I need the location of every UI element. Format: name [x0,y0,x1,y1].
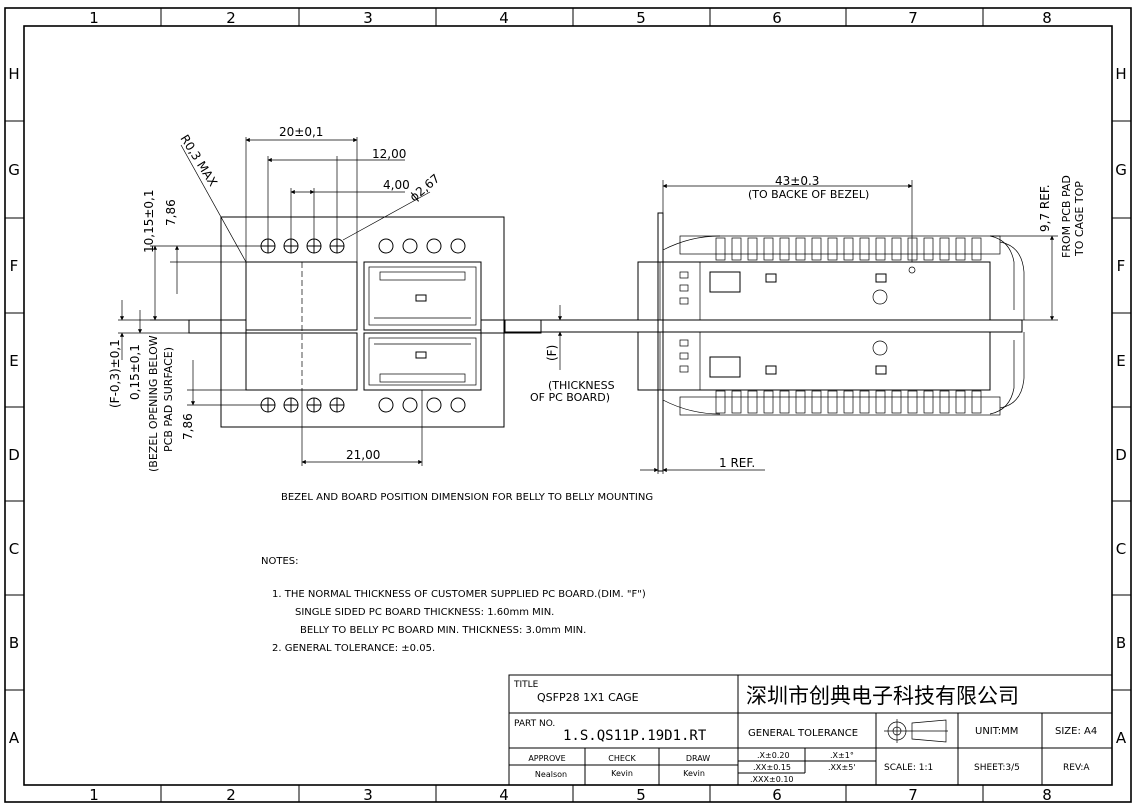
draw-label: DRAW [686,754,710,763]
col-label-top: 1 [89,9,99,27]
check-label: CHECK [608,754,636,763]
row-label-right: H [1115,65,1126,83]
dim-9-7: 9,7 REF. [1038,184,1052,232]
general-tolerance-label: GENERAL TOLERANCE [748,728,858,739]
tolerance-xxx: .XXX±0.10 [750,775,794,784]
note-line-1: 1. THE NORMAL THICKNESS OF CUSTOMER SUPP… [272,589,646,600]
row-label-right: B [1116,634,1126,652]
bottom-fins [715,390,982,414]
check-name: Kevin [611,769,633,778]
col-label-top: 7 [908,9,918,27]
connector-top [363,261,482,331]
col-label-bottom: 5 [636,786,646,804]
approve-label: APPROVE [528,754,565,763]
cage-side-view: 43±0.3 (TO BACKE OF BEZEL) 9,7 REF. FROM… [504,174,1086,474]
dim-width: 20±0,1 [279,125,323,139]
col-label-bottom: 2 [226,786,236,804]
note-line-2: SINGLE SIDED PC BOARD THICKNESS: 1.60mm … [295,607,554,618]
bezel-note-line1: (BEZEL OPENING BELOW [147,335,160,472]
dim-10-15: 10,15±0,1 [142,190,156,254]
unit: UNIT:MM [975,726,1018,737]
row-label-right: A [1116,729,1127,747]
top-fins [715,237,982,261]
row-label-left: D [8,446,20,464]
connector-bottom [363,332,482,391]
dim-21: 21,00 [346,448,380,462]
col-label-top: 4 [499,9,509,27]
dim-12: 12,00 [372,147,406,161]
title-block: TITLE QSFP28 1X1 CAGE 深圳市创典电子科技有限公司 PART… [508,674,1113,786]
row-label-left: G [8,161,20,179]
tolerance-angle-1: .X±1° [830,751,854,760]
col-label-bottom: 6 [772,786,782,804]
dim-0-15: 0,15±0,1 [128,344,142,400]
draw-name: Kevin [683,769,705,778]
row-label-left: F [10,257,19,275]
thickness-line1: (THICKNESS [548,379,615,392]
notes-heading: NOTES: [261,556,299,567]
thickness-line2: OF PC BOARD) [530,391,610,404]
revision: REV:A [1063,763,1090,773]
tolerance-xx: .XX±0.15 [753,763,791,772]
drawing-caption: BEZEL AND BOARD POSITION DIMENSION FOR B… [281,492,653,503]
col-label-bottom: 1 [89,786,99,804]
row-label-left: B [9,634,19,652]
dim-1-ref: 1 REF. [719,456,755,470]
col-label-top: 2 [226,9,236,27]
dim-43-note: (TO BACKE OF BEZEL) [748,188,869,201]
dim-7-86-bottom: 7,86 [181,413,195,440]
col-label-top: 3 [363,9,373,27]
tolerance-angle-2: .XX±5' [828,763,856,772]
size: SIZE: A4 [1055,726,1097,737]
row-label-left: E [9,352,18,370]
col-label-top: 5 [636,9,646,27]
col-label-bottom: 7 [908,786,918,804]
row-label-right: G [1115,161,1127,179]
col-label-bottom: 4 [499,786,509,804]
board-layout-view: 20±0,1 12,00 4,00 ϕ2,67 R0,3 MAX 10,15±0… [108,125,542,472]
pad-note-line1: FROM PCB PAD [1060,175,1073,258]
scale: SCALE: 1:1 [884,763,933,773]
dim-radius: R0,3 MAX [177,132,220,189]
col-label-bottom: 3 [363,786,373,804]
row-label-right: F [1117,257,1126,275]
part-number: 1.S.QS11P.19D1.RT [563,728,707,744]
note-line-3: BELLY TO BELLY PC BOARD MIN. THICKNESS: … [300,625,586,636]
bezel-note-line2: PCB PAD SURFACE) [162,347,175,452]
dim-7-86-top: 7,86 [164,199,178,226]
col-label-top: 6 [772,9,782,27]
tolerance-x: .X±0.20 [757,751,790,760]
note-line-4: 2. GENERAL TOLERANCE: ±0.05. [272,643,435,654]
row-label-right: C [1116,540,1126,558]
dim-f: (F) [545,345,559,361]
row-label-right: E [1116,352,1125,370]
dim-43: 43±0.3 [775,174,819,188]
row-label-left: H [8,65,19,83]
row-label-right: D [1115,446,1127,464]
projection-symbol-icon [884,719,948,743]
part-label: PART NO. [514,719,555,729]
row-label-left: A [9,729,20,747]
pad-note-line2: TO CAGE TOP [1073,181,1086,257]
title-value: QSFP28 1X1 CAGE [537,691,639,704]
dim-diameter: ϕ2,67 [407,171,443,204]
dim-f-minus: (F-0,3)±0,1 [108,339,122,408]
company-name: 深圳市创典电子科技有限公司 [746,684,1019,708]
dim-4: 4,00 [383,178,410,192]
row-label-left: C [9,540,19,558]
col-label-top: 8 [1042,9,1052,27]
title-label: TITLE [513,680,539,690]
approve-name: Nealson [535,770,567,779]
col-label-bottom: 8 [1042,786,1052,804]
sheet: SHEET:3/5 [974,763,1020,773]
